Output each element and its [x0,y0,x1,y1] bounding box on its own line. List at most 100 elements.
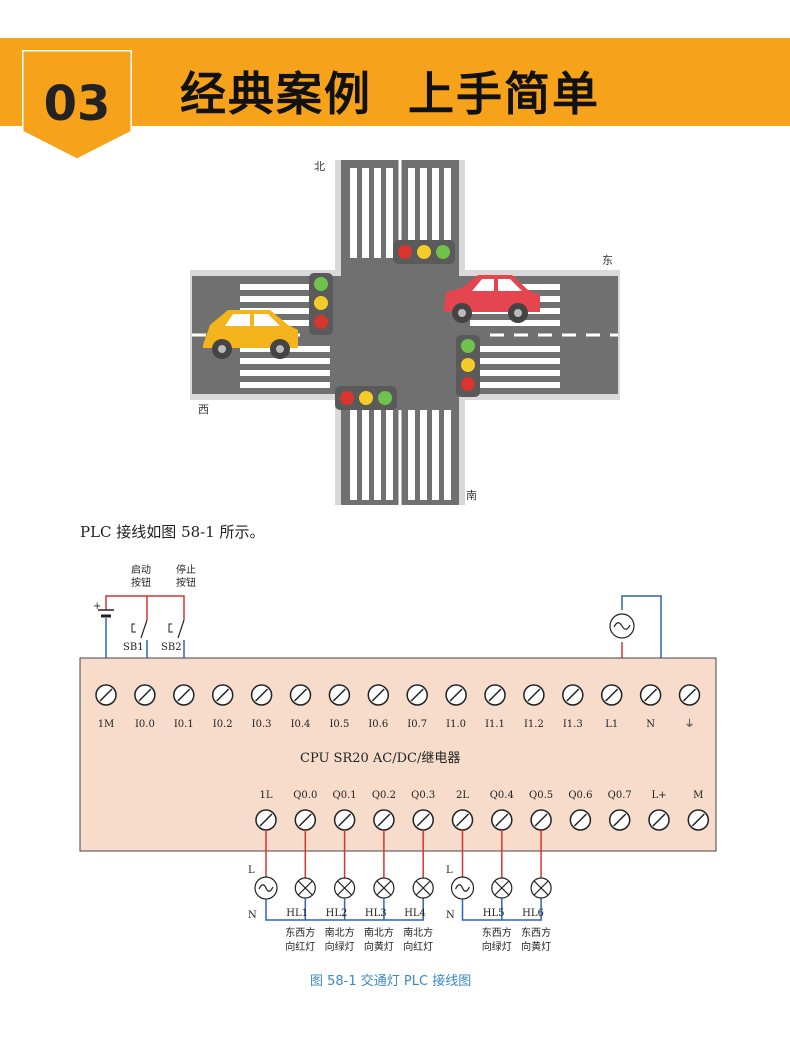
screw-terminal-icon [412,809,434,831]
bottom-terminal-label: Q0.2 [372,790,396,801]
screw-terminal-icon [134,684,156,706]
lamp-desc-line2: 向红灯 [285,940,315,953]
battery-plus: + [93,601,101,612]
bottom-terminal-label: 1L [259,790,272,801]
screw-terminal-icon [373,809,395,831]
top-terminal-label: I1.1 [485,719,505,730]
screw-terminal-icon [328,684,351,706]
sb2-label: SB2 [161,642,182,653]
bottom-terminal-label: Q0.7 [608,790,632,801]
section-number: 03 [43,76,111,132]
top-terminal-label: I1.3 [563,719,583,730]
lamp-desc-line1: 南北方 [403,926,433,939]
top-terminal-label: N [646,719,655,730]
lamp-desc-line2: 向红灯 [403,940,433,953]
lamp-desc-line2: 向绿灯 [482,940,512,953]
north-label: 北 [314,160,325,173]
north-crosswalk [350,168,451,258]
top-terminal-label: I0.5 [329,719,349,730]
output-n-label-1: N [248,910,257,921]
yellow-car-icon [203,310,298,359]
screw-terminal-icon [648,809,670,831]
screw-terminal-icon [289,684,312,706]
traffic-light-west-icon [309,273,333,335]
lamp-desc-line2: 向黄灯 [521,940,551,953]
top-terminal-label: I0.6 [368,719,388,730]
bottom-terminal-label: M [693,790,703,801]
screw-terminal-icon [484,684,506,706]
screw-terminal-icon [678,684,701,706]
south-crosswalk [350,410,451,500]
screw-terminal-icon [333,809,356,831]
screw-terminal-icon [608,809,631,831]
lamp-label: HL6 [522,908,544,919]
lamp-label: HL3 [365,908,387,919]
south-label: 南 [466,489,477,502]
lamp-label: HL5 [483,908,505,919]
section-title: 经典案例 上手简单 [180,67,601,121]
indicator-lamp-icon [334,877,356,899]
lamp-desc-line1: 东西方 [521,926,551,939]
screw-terminal-icon [211,684,234,706]
sb2-switch-icon [168,619,185,639]
bottom-terminal-label: Q0.5 [529,790,553,801]
indicator-lamp-icon [294,877,316,899]
screw-terminal-icon [523,684,545,706]
top-terminal-label: 1M [98,719,115,730]
indicator-lamp-icon [412,877,434,899]
top-terminal-label: I1.2 [524,719,544,730]
sb1-switch-icon [131,619,148,639]
screw-terminal-icon [639,684,662,706]
output-l-label-1: L [248,865,255,876]
bottom-terminal-label: 2L [456,790,469,801]
screw-terminal-icon [250,684,273,706]
screw-terminal-icon [562,684,584,706]
screw-terminal-icon [491,809,513,831]
traffic-light-north-icon [393,240,455,264]
screw-terminal-icon [255,809,277,831]
bottom-terminal-label: Q0.3 [411,790,435,801]
output-l-label-2: L [446,865,453,876]
top-terminal-label: I0.4 [291,719,311,730]
figure-caption: 图 58-1 交通灯 PLC 接线图 [310,973,471,989]
lamp-label: HL4 [404,908,426,919]
traffic-light-east-icon [456,335,480,397]
indicator-lamp-icon [373,877,395,899]
traffic-light-south-icon [335,386,397,410]
bottom-terminal-label: Q0.0 [293,790,317,801]
badge-pentagon-icon [22,50,132,160]
top-terminal-label: ⏚ [685,718,695,730]
screw-terminal-icon [406,684,428,706]
output-wiring: HL1东西方向红灯HL2南北方向绿灯HL3南北方向黄灯HL4南北方向红灯HL5东… [254,830,552,953]
ac-source-icon [609,613,635,639]
top-terminal-label: I0.1 [174,719,194,730]
lamp-desc-line1: 南北方 [364,926,394,939]
top-terminal-label: I0.7 [407,719,427,730]
ac-source-icon [254,876,278,900]
start-label-1: 启动 [131,563,151,576]
lamp-desc-line1: 东西方 [482,926,512,939]
screw-terminal-icon [367,684,390,706]
lamp-desc-line2: 向黄灯 [364,940,394,953]
top-terminal-label: I1.0 [446,719,466,730]
lamp-label: HL2 [326,908,348,919]
screw-terminal-icon [569,809,592,831]
start-label-2: 按钮 [131,576,151,589]
indicator-lamp-icon [530,877,552,899]
screw-terminal-icon [600,684,623,706]
east-label: 东 [602,254,613,267]
intro-text: PLC 接线如图 58-1 所示。 [80,523,265,541]
lamp-desc-line2: 向绿灯 [325,940,355,953]
screw-terminal-icon [445,684,467,706]
top-terminal-label: L1 [605,719,618,730]
sb1-label: SB1 [123,642,144,653]
indicator-lamp-icon [491,877,513,899]
lamp-label: HL1 [286,908,308,919]
screw-terminal-icon [294,809,317,831]
bottom-terminal-label: Q0.1 [333,790,357,801]
screw-terminal-icon [687,809,710,831]
